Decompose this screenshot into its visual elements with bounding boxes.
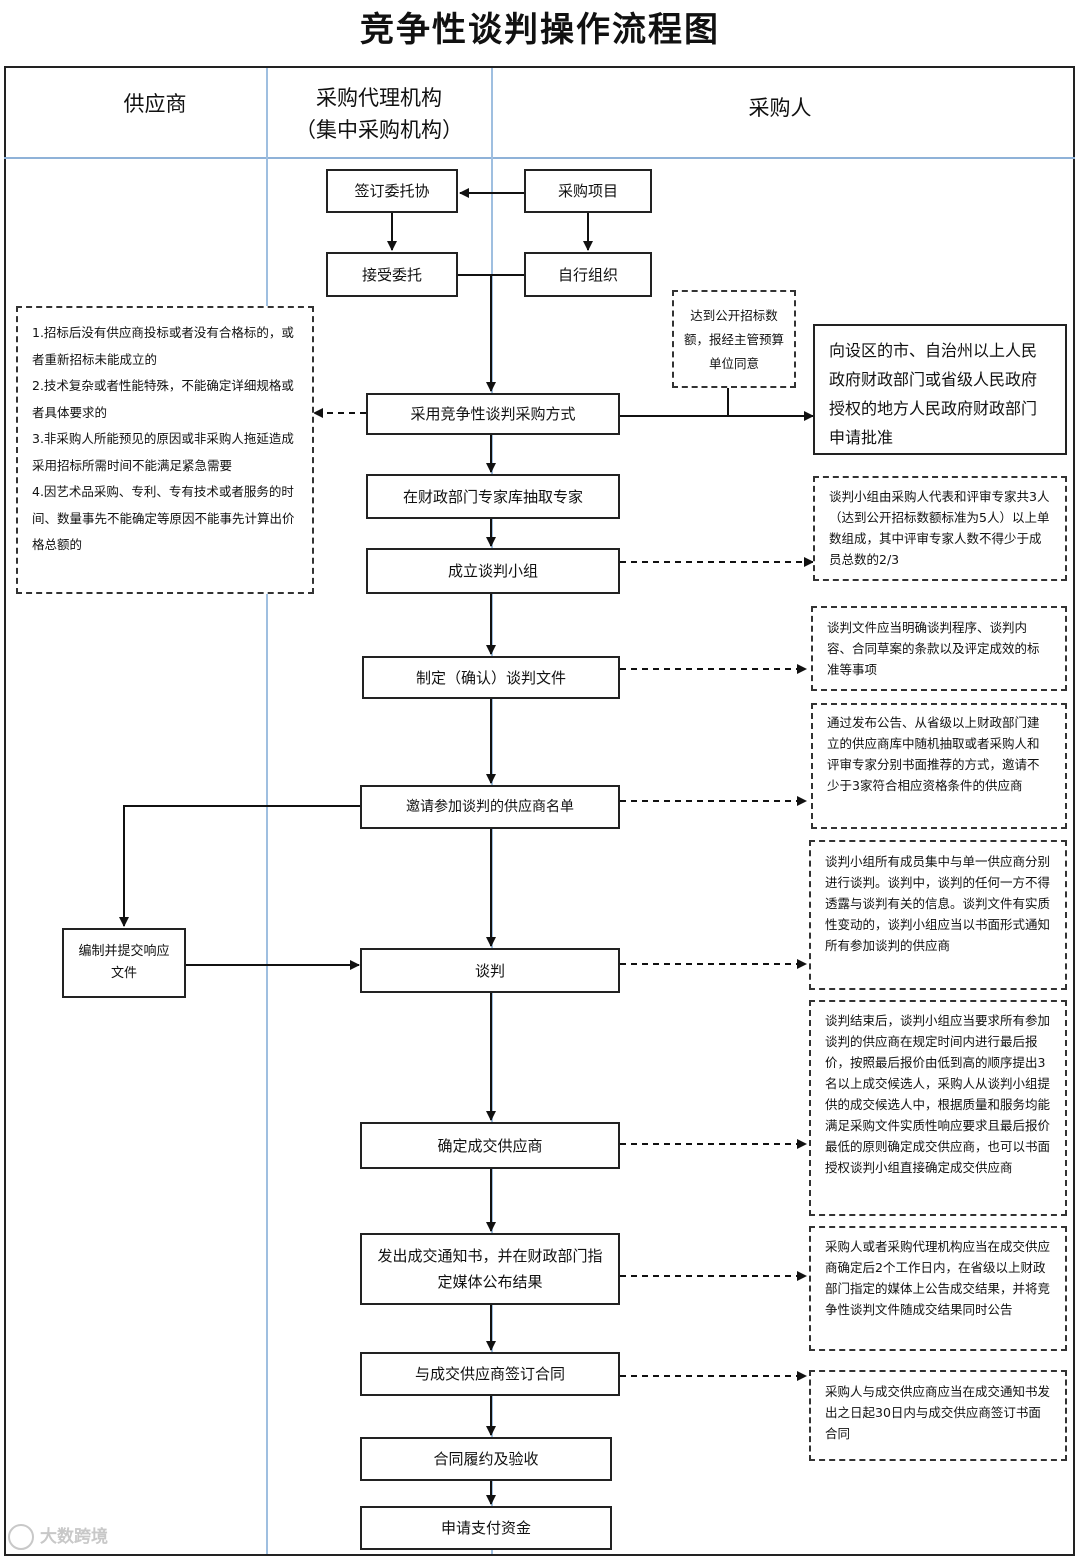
step-extract-experts: 在财政部门专家库抽取专家 (366, 474, 620, 519)
step-apply-payment: 申请支付资金 (360, 1506, 612, 1550)
note-approval: 向设区的市、自治州以上人民政府财政部门或省级人民政府授权的地方人民政府财政部门申… (813, 324, 1067, 455)
lane-header-agency-line2: （集中采购机构） (295, 118, 463, 142)
step-compile-submit: 编制并提交响应文件 (62, 928, 186, 998)
step-purchase-project: 采购项目 (524, 169, 652, 213)
lane-divider-1 (266, 68, 268, 1554)
step-form-group: 成立谈判小组 (366, 548, 620, 594)
step-confirm-supplier: 确定成交供应商 (360, 1122, 620, 1169)
step-accept-entrust: 接受委托 (326, 252, 458, 297)
note-negotiate-rule: 谈判小组所有成员集中与单一供应商分别进行谈判。谈判中，谈判的任何一方不得透露与谈… (809, 840, 1067, 990)
note-contract-deadline: 采购人与成交供应商应当在成交通知书发出之日起30日内与成交供应商签订书面合同 (809, 1370, 1067, 1461)
note-condition-4: 4.因艺术品采购、专利、专有技术或者服务的时间、数量事先不能确定等原因不能事先计… (32, 484, 295, 552)
step-invite-list: 邀请参加谈判的供应商名单 (360, 785, 620, 829)
note-threshold: 达到公开招标数额，报经主管预算单位同意 (672, 290, 796, 388)
arrow-invite-to-compile (119, 805, 360, 927)
note-condition-3: 3.非采购人所能预见的原因或非采购人拖延造成采用招标所需时间不能满足紧急需要 (32, 431, 294, 473)
lane-header-purchaser: 采购人 (748, 96, 812, 120)
step-perform-accept: 合同履约及验收 (360, 1437, 612, 1481)
note-condition-2: 2.技术复杂或者性能特殊，不能确定详细规格或者具体要求的 (32, 378, 294, 420)
step-self-organize: 自行组织 (524, 252, 652, 297)
watermark: 大数跨境 (8, 1522, 108, 1550)
note-publish-result: 采购人或者采购代理机构应当在成交供应商确定后2个工作日内，在省级以上财政部门指定… (809, 1226, 1067, 1351)
note-docs-content: 谈判文件应当明确谈判程序、谈判内容、合同草案的条款以及评定成效的标准等事项 (811, 606, 1067, 691)
page-title: 竞争性谈判操作流程图 (360, 10, 720, 50)
step-sign-contract: 与成交供应商签订合同 (360, 1352, 620, 1396)
swimlane-frame (4, 66, 1075, 1556)
note-conditions: 1.招标后没有供应商投标或者没有合格标的，或者重新招标未能成立的 2.技术复杂或… (16, 306, 314, 594)
step-adopt-method: 采用竞争性谈判采购方式 (366, 393, 620, 435)
lane-header-agency: 采购代理机构 （集中采购机构） (268, 82, 490, 146)
watermark-logo-icon (8, 1524, 34, 1550)
step-make-docs: 制定（确认）谈判文件 (362, 656, 620, 699)
lane-header-agency-line1: 采购代理机构 (316, 86, 442, 110)
note-invite-method: 通过发布公告、从省级以上财政部门建立的供应商库中随机抽取或者采购人和评审专家分别… (811, 703, 1067, 829)
step-sign-entrust: 签订委托协 (326, 169, 458, 213)
note-group-members: 谈判小组由采购人代表和评审专家共3人（达到公开招标数额标准为5人）以上单数组成，… (813, 476, 1067, 581)
header-divider (4, 157, 1075, 159)
step-issue-notice: 发出成交通知书，并在财政部门指定媒体公布结果 (360, 1233, 620, 1305)
note-condition-1: 1.招标后没有供应商投标或者没有合格标的，或者重新招标未能成立的 (32, 325, 294, 367)
note-final-quote: 谈判结束后，谈判小组应当要求所有参加谈判的供应商在规定时间内进行最后报价，按照最… (809, 1000, 1067, 1216)
step-negotiate: 谈判 (360, 948, 620, 993)
lane-header-supplier: 供应商 (123, 92, 187, 116)
watermark-text: 大数跨境 (40, 1527, 108, 1547)
